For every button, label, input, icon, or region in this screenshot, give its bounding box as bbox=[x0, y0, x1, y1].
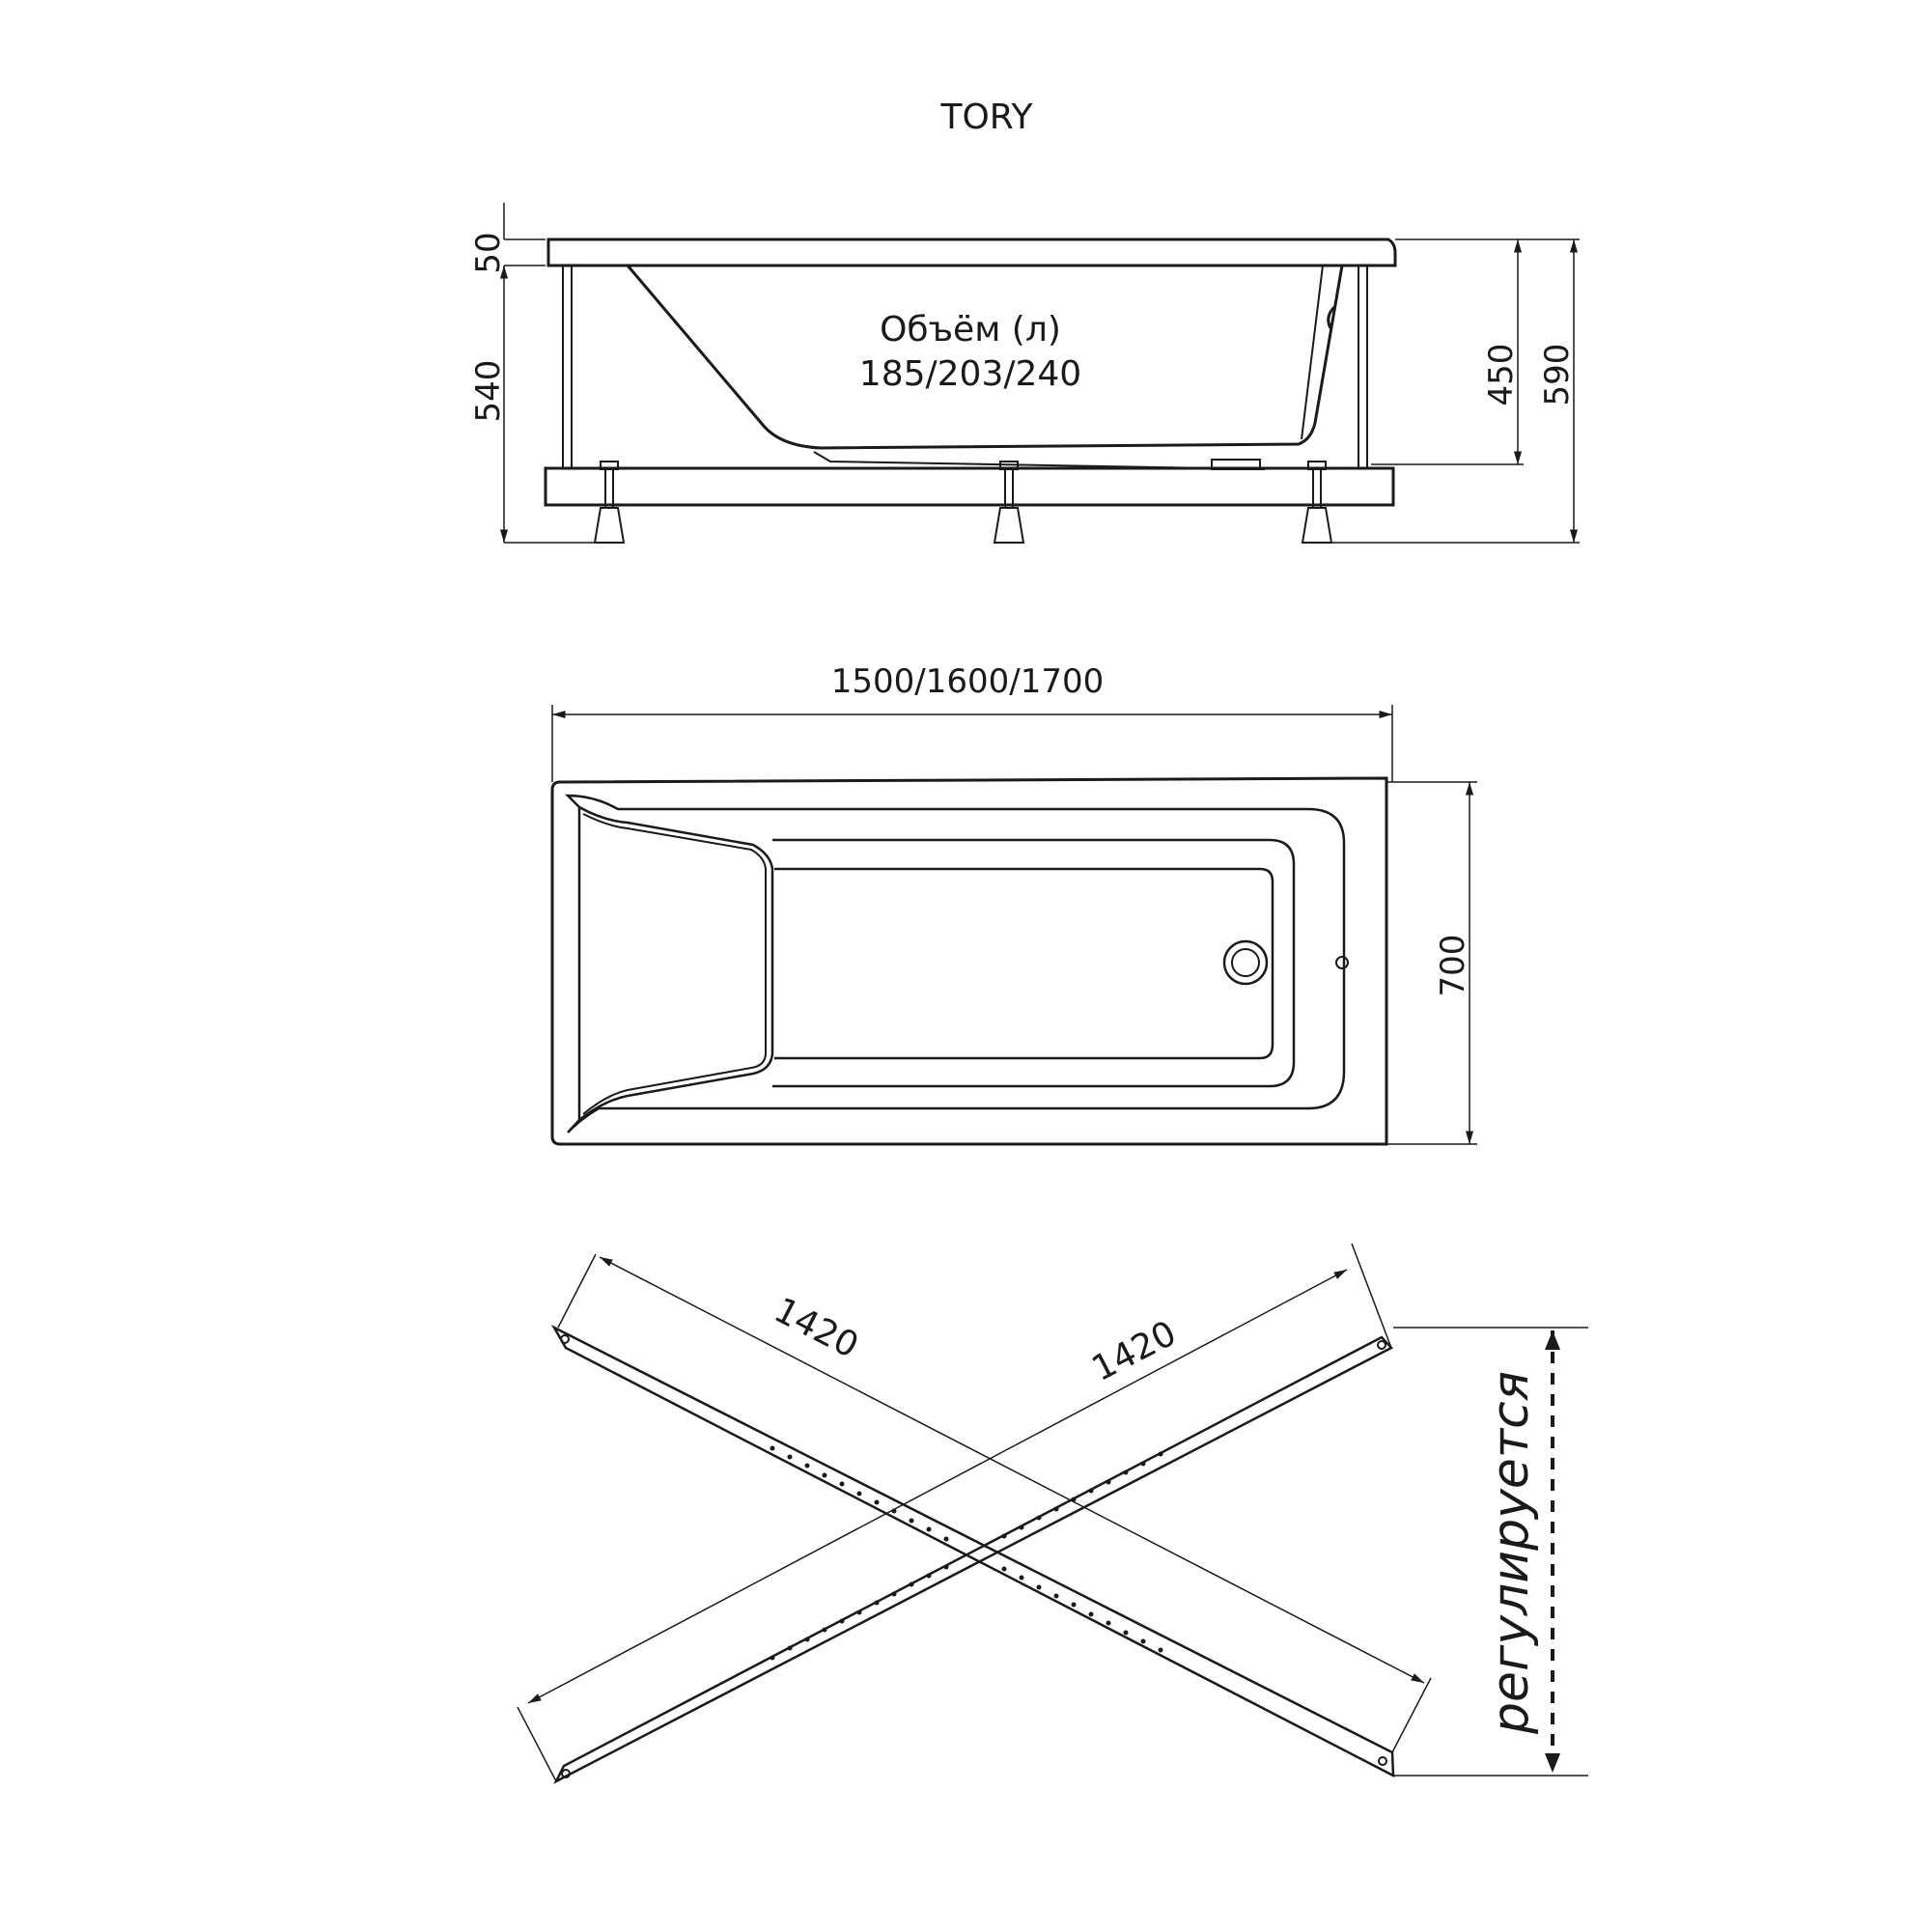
tub-body bbox=[626, 265, 1344, 450]
tub-outer-rim bbox=[550, 776, 1388, 1146]
drain-outer bbox=[1222, 939, 1269, 986]
basin-floor bbox=[774, 867, 1274, 1060]
dim-length: 1500/1600/1700 bbox=[831, 662, 1105, 701]
tub-inner-outline bbox=[564, 794, 1346, 1133]
holes-bar-a bbox=[770, 1445, 1163, 1653]
foot-middle bbox=[993, 461, 1025, 544]
volume-label: Объём (л) bbox=[880, 310, 1061, 350]
side-view: Объём (л) 185/203/240 50 540 450 590 bbox=[469, 203, 1580, 544]
dim-bar-left: 1420 bbox=[768, 1291, 864, 1366]
tub-rim bbox=[546, 238, 1397, 267]
foot-right bbox=[1301, 461, 1333, 544]
dim-width: 700 bbox=[1434, 935, 1472, 997]
overflow-hole bbox=[1335, 956, 1349, 969]
dim-bar-right: 1420 bbox=[1086, 1314, 1183, 1389]
basin-rim bbox=[772, 838, 1296, 1088]
headrest bbox=[578, 805, 774, 1121]
frame-view: 1420 1420 регулируется bbox=[517, 1243, 1588, 1784]
drain-inner bbox=[1231, 948, 1260, 977]
dim-frame: 540 bbox=[469, 360, 508, 423]
frame-leg-left bbox=[562, 265, 573, 469]
adjust-label: регулируется bbox=[1482, 1371, 1540, 1735]
dim-total: 590 bbox=[1538, 344, 1577, 406]
dim-rim: 50 bbox=[469, 232, 508, 273]
top-view: 1500/1600/1700 700 bbox=[550, 662, 1477, 1146]
foot-left bbox=[593, 461, 626, 544]
overflow bbox=[1327, 305, 1336, 329]
volume-values: 185/203/240 bbox=[859, 354, 1081, 394]
drawing-title: TORY bbox=[939, 98, 1033, 137]
dim-depth: 450 bbox=[1482, 344, 1521, 406]
frame-leg-right bbox=[1358, 265, 1368, 469]
base-frame bbox=[544, 466, 1395, 507]
